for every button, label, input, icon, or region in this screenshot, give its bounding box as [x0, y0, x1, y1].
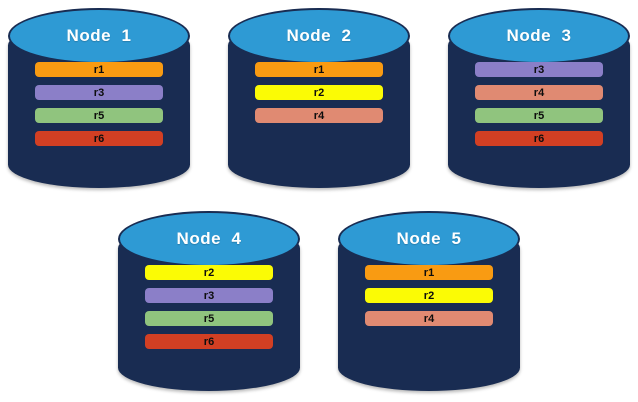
- row-list: r1 r3 r5 r6: [8, 62, 190, 146]
- row-bar[interactable]: r2: [255, 85, 383, 100]
- node-label: Node 3: [506, 26, 572, 45]
- row-bar[interactable]: r1: [255, 62, 383, 77]
- node-label: Node 1: [66, 26, 132, 45]
- cylinder-top-ellipse: [228, 8, 410, 64]
- row-bar[interactable]: r6: [475, 131, 603, 146]
- row-bar[interactable]: r1: [35, 62, 163, 77]
- row-list: r1 r2 r4: [338, 265, 520, 326]
- database-cylinder-node-4[interactable]: Node 4 r2 r3 r5 r6: [118, 211, 300, 391]
- row-bar[interactable]: r1: [365, 265, 493, 280]
- cylinder-top-ellipse: [338, 211, 520, 267]
- node-label: Node 2: [286, 26, 352, 45]
- row-list: r1 r2 r4: [228, 62, 410, 123]
- database-cylinder-node-5[interactable]: Node 5 r1 r2 r4: [338, 211, 520, 391]
- database-cylinder-node-1[interactable]: Node 1 r1 r3 r5 r6: [8, 8, 190, 188]
- row-list: r3 r4 r5 r6: [448, 62, 630, 146]
- database-cylinder-node-3[interactable]: Node 3 r3 r4 r5 r6: [448, 8, 630, 188]
- cylinder-top-ellipse: [8, 8, 190, 64]
- row-bar[interactable]: r4: [255, 108, 383, 123]
- row-bar[interactable]: r2: [365, 288, 493, 303]
- row-bar[interactable]: r3: [475, 62, 603, 77]
- row-bar[interactable]: r5: [475, 108, 603, 123]
- row-list: r2 r3 r5 r6: [118, 265, 300, 349]
- node-label: Node 5: [396, 229, 462, 248]
- row-bar[interactable]: r5: [145, 311, 273, 326]
- row-bar[interactable]: r4: [365, 311, 493, 326]
- row-bar[interactable]: r3: [145, 288, 273, 303]
- row-bar[interactable]: r3: [35, 85, 163, 100]
- node-label: Node 4: [176, 229, 242, 248]
- row-bar[interactable]: r5: [35, 108, 163, 123]
- row-bar[interactable]: r6: [35, 131, 163, 146]
- row-bar[interactable]: r2: [145, 265, 273, 280]
- row-bar[interactable]: r6: [145, 334, 273, 349]
- database-cylinder-node-2[interactable]: Node 2 r1 r2 r4: [228, 8, 410, 188]
- row-bar[interactable]: r4: [475, 85, 603, 100]
